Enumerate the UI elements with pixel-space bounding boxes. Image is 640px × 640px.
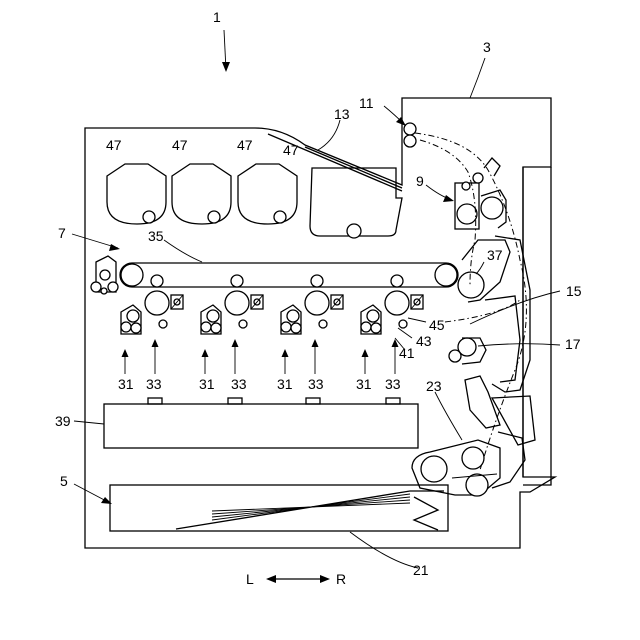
label-43: 43 (416, 333, 432, 349)
label-unit33-1: 33 (146, 376, 162, 392)
arrowhead-31 (282, 349, 289, 357)
direction-right-label: R (336, 571, 346, 587)
label-23: 23 (426, 378, 442, 394)
charge-roller (399, 320, 407, 328)
developing-roller (127, 310, 139, 322)
cleaner-blade (331, 295, 343, 309)
toner-container (107, 164, 166, 224)
arrowhead-31 (202, 349, 209, 357)
charge-roller (159, 320, 167, 328)
label-unit33-4: 33 (385, 376, 401, 392)
agitator-roller (371, 323, 381, 333)
image-forming-units (121, 275, 423, 334)
cleaner-blade (411, 295, 423, 309)
transfer-belt (91, 256, 458, 294)
label-9: 9 (416, 173, 424, 189)
label-13: 13 (334, 106, 350, 122)
primary-transfer-roller (231, 275, 243, 287)
label-3: 3 (483, 39, 491, 55)
agitator-roller (211, 323, 221, 333)
fixing-unit (455, 158, 506, 229)
arrowhead-33 (312, 339, 319, 347)
agitator-roller (201, 322, 211, 332)
toner-containers (107, 164, 402, 238)
paper-cassette (110, 485, 448, 531)
label-toner-4: 47 (283, 142, 299, 158)
primary-transfer-roller (391, 275, 403, 287)
image-forming-unit (281, 275, 343, 334)
unit-arrows (122, 339, 399, 374)
label-11: 11 (359, 95, 374, 111)
agitator-roller (131, 323, 141, 333)
label-main-ref: 1 (213, 9, 221, 25)
arrowhead-31 (362, 349, 369, 357)
image-forming-unit (201, 275, 263, 334)
label-unit31-4: 31 (356, 376, 372, 392)
label-unit31-2: 31 (199, 376, 215, 392)
label-39: 39 (55, 413, 71, 429)
unit-arrow-pair (282, 339, 319, 374)
unit-arrow-pair (122, 339, 159, 374)
exit-rollers (404, 123, 416, 147)
developing-roller (287, 310, 299, 322)
label-unit33-3: 33 (308, 376, 324, 392)
label-15: 15 (566, 283, 582, 299)
photoconductor-drum (305, 291, 329, 315)
developing-roller (367, 310, 379, 322)
unit-arrow-pair (202, 339, 239, 374)
photoconductor-drum (145, 291, 169, 315)
pickup-unit (412, 440, 500, 496)
agitator-roller (291, 323, 301, 333)
label-35: 35 (148, 228, 164, 244)
label-41: 41 (399, 345, 415, 361)
label-unit31-3: 31 (277, 376, 293, 392)
developing-roller (207, 310, 219, 322)
label-toner-1: 47 (106, 137, 122, 153)
label-37: 37 (487, 247, 503, 263)
toner-container (238, 164, 297, 224)
primary-transfer-roller (311, 275, 323, 287)
image-forming-unit (361, 275, 423, 334)
arrowhead-33 (152, 339, 159, 347)
charge-roller (239, 320, 247, 328)
agitator-roller (361, 322, 371, 332)
direction-left-label: L (246, 571, 254, 587)
charge-roller (319, 320, 327, 328)
cleaner-blade (171, 295, 183, 309)
label-unit31-1: 31 (118, 376, 134, 392)
agitator-roller (281, 322, 291, 332)
toner-container (172, 164, 231, 224)
registration-rollers (449, 338, 486, 364)
arrowhead-33 (232, 339, 239, 347)
photoconductor-drum (225, 291, 249, 315)
label-5: 5 (60, 473, 68, 489)
unit-arrow-pair (362, 339, 399, 374)
arrowhead-31 (122, 349, 129, 357)
label-45: 45 (429, 317, 445, 333)
label-unit33-2: 33 (231, 376, 247, 392)
label-toner-3: 47 (237, 137, 253, 153)
direction-arrow (266, 575, 330, 583)
cleaner-blade (251, 295, 263, 309)
label-toner-2: 47 (172, 137, 188, 153)
waste-toner-box (104, 398, 418, 448)
label-7: 7 (58, 225, 66, 241)
photoconductor-drum (385, 291, 409, 315)
toner-container-large (310, 168, 402, 238)
label-17: 17 (565, 336, 581, 352)
label-21: 21 (413, 562, 429, 578)
arrowhead-33 (392, 339, 399, 347)
primary-transfer-roller (151, 275, 163, 287)
agitator-roller (121, 322, 131, 332)
